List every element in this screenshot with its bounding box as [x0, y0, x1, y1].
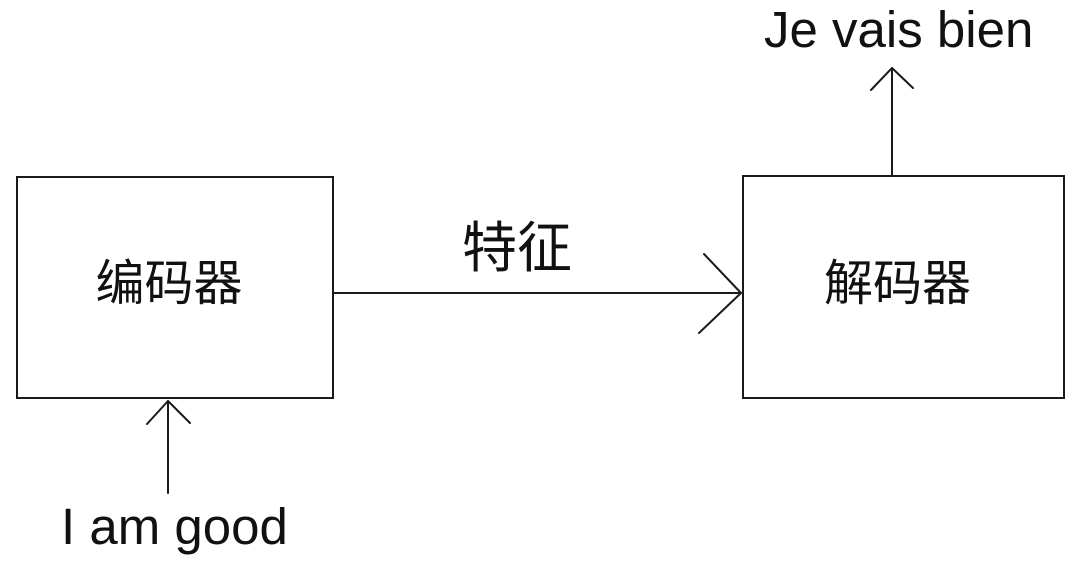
decoder-node: 解码器 [742, 175, 1065, 399]
feature-arrow [333, 253, 742, 334]
feature-arrow-label: 特征 [462, 217, 573, 279]
encoder-node: 编码器 [16, 176, 334, 399]
encoder-label: 编码器 [95, 257, 243, 311]
output-arrow [870, 67, 914, 177]
decoder-label: 解码器 [823, 256, 971, 311]
output-sentence: Je vais bien [764, 1, 1034, 58]
input-arrow [146, 400, 191, 494]
input-sentence: I am good [61, 498, 288, 555]
